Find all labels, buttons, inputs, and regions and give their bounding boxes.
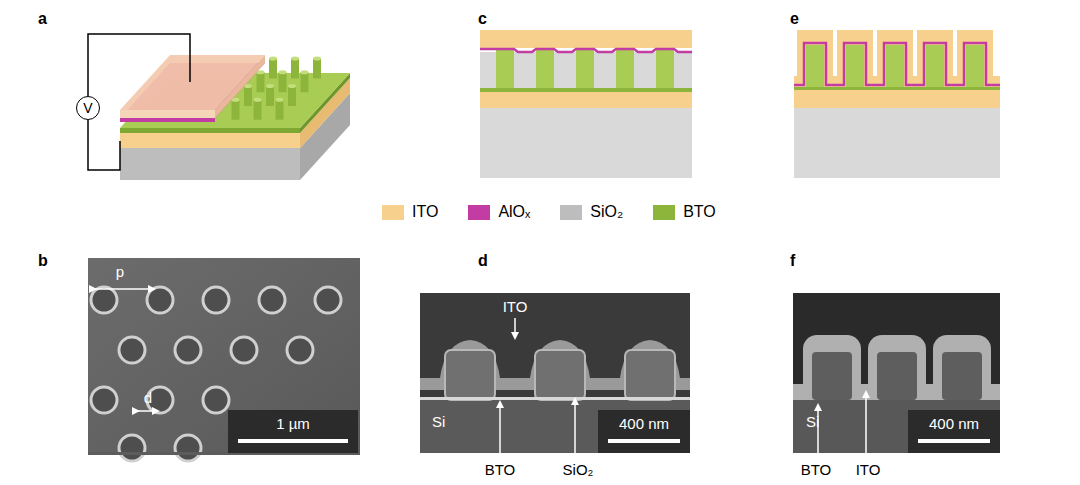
legend-item: SiO₂ [560, 203, 623, 221]
annotation-label: 400 nm [619, 416, 669, 433]
panel-letter: b [38, 252, 48, 270]
voltmeter-symbol: V [76, 96, 100, 120]
legend-swatch [653, 205, 675, 220]
pillar [301, 72, 309, 92]
pillar-top [266, 84, 274, 88]
pillar-top [288, 84, 296, 88]
pillar-top [276, 98, 284, 102]
sem-cross-section-d [420, 293, 690, 456]
pillar [291, 59, 299, 79]
legend-swatch [382, 205, 404, 220]
legend-swatch [560, 205, 582, 220]
panel-letter: a [38, 10, 47, 28]
annotation-label: d [144, 390, 152, 407]
pillar [276, 100, 284, 120]
pillar [269, 59, 277, 79]
pillar [313, 59, 321, 79]
pillar [279, 72, 287, 92]
legend-text: ITO [412, 203, 438, 221]
pillar-top [301, 70, 309, 74]
pillar [244, 86, 252, 106]
legend-swatch [468, 205, 490, 220]
device-3d [88, 34, 350, 180]
pillar [288, 86, 296, 106]
panel-letter: f [790, 252, 795, 270]
pillar-top [254, 98, 262, 102]
node-text: V [83, 101, 92, 115]
legend-text: AlOₓ [498, 203, 530, 221]
sem-cross-section-f [793, 293, 1000, 456]
pillar [254, 100, 262, 120]
annotation-label: ITO [503, 299, 528, 316]
annotation-label: 400 nm [929, 416, 979, 433]
legend-text: BTO [683, 203, 716, 221]
annotation-label: ITO [856, 462, 881, 479]
legend-item: ITO [382, 203, 438, 221]
legend-text: SiO₂ [590, 203, 623, 221]
pillar [266, 86, 274, 106]
panel-letter: c [478, 10, 487, 28]
legend-item: BTO [653, 203, 716, 221]
annotation-label: SiO₂ [563, 462, 594, 479]
legend: ITO AlOₓ SiO₂ BTO [382, 203, 746, 221]
legend-item: AlOₓ [468, 203, 530, 221]
annotation-label: BTO [485, 462, 516, 479]
sem-top-view [88, 258, 360, 461]
pillar [232, 100, 240, 120]
annotation-label: Si [432, 414, 445, 431]
annotation-label: p [116, 264, 124, 281]
pillar-top [279, 70, 287, 74]
pillar-top [269, 57, 277, 61]
pillar-top [313, 57, 321, 61]
pillar [257, 72, 265, 92]
panel-letter: e [790, 10, 799, 28]
annotation-label: 1 µm [276, 416, 310, 433]
cross-section-c [480, 30, 692, 178]
annotation-label: Si [806, 414, 819, 431]
pillar-top [291, 57, 299, 61]
cross-section-e [794, 30, 1000, 178]
annotation-label: BTO [801, 462, 832, 479]
panel-letter: d [478, 252, 488, 270]
